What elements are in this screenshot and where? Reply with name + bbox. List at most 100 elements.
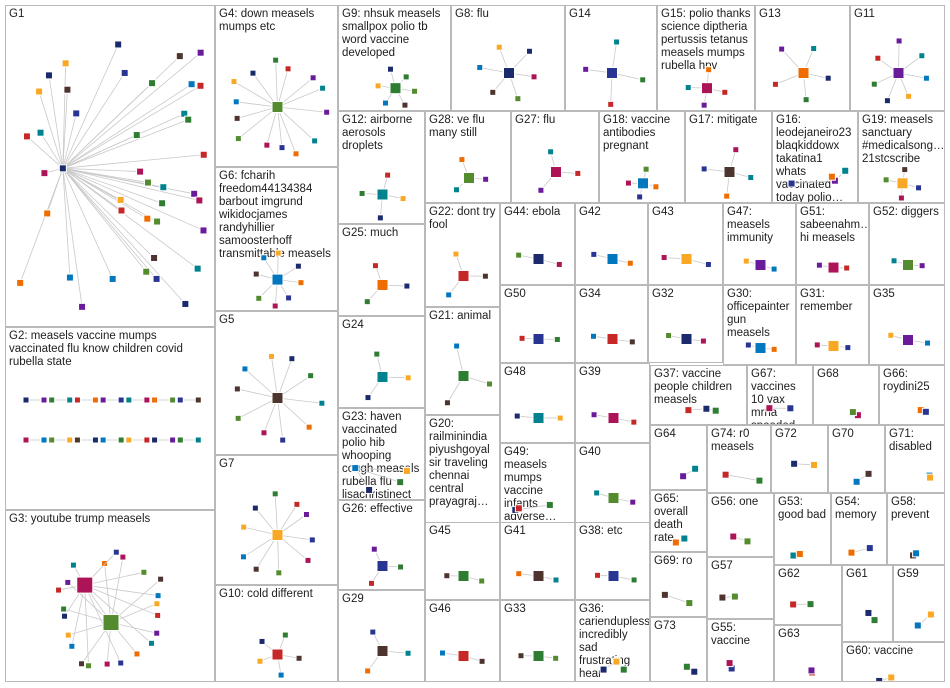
node	[530, 73, 538, 81]
edge	[275, 60, 278, 108]
node	[364, 667, 372, 675]
hub-node	[463, 172, 475, 184]
cluster-graph	[700, 146, 755, 200]
node	[275, 569, 283, 577]
edge	[62, 167, 141, 173]
cluster-g54: G54: memory	[831, 493, 887, 565]
node	[274, 249, 282, 257]
cluster-label: G4: down measels mumps etc	[219, 8, 315, 33]
node	[890, 257, 898, 265]
cluster-graph	[848, 408, 862, 420]
cluster-g36: G36: cariendupless… incredibly sad frust…	[575, 600, 650, 682]
cluster-graph	[55, 548, 165, 670]
node	[40, 436, 48, 444]
cluster-label: G33	[504, 603, 526, 615]
cluster-g52: G52: diggers	[869, 203, 945, 285]
node	[401, 101, 409, 109]
cluster-g8: G8: flu	[451, 5, 565, 111]
cluster-g42: G42	[575, 203, 648, 285]
node	[151, 396, 159, 404]
cluster-label: G60: vaccine	[846, 645, 914, 657]
cluster-g28: G28: ve flu many still	[425, 111, 511, 203]
node	[376, 214, 384, 222]
cluster-label: G5	[219, 314, 235, 326]
node	[108, 274, 117, 283]
node	[132, 131, 141, 140]
cluster-label: G66: roydini25	[883, 368, 930, 393]
cluster-g71: G71: disabled	[885, 425, 945, 493]
cluster-label: G37: vaccine people children measels	[654, 368, 733, 406]
hub-node	[389, 82, 402, 95]
node	[770, 345, 778, 353]
hub-node	[680, 253, 693, 265]
cluster-label: G11	[854, 8, 875, 20]
edge	[237, 397, 278, 419]
cluster-g24: G24	[338, 316, 425, 408]
node	[22, 396, 30, 404]
node	[158, 199, 167, 208]
hub-node	[607, 492, 620, 504]
edge	[62, 63, 67, 169]
node	[143, 436, 151, 444]
node	[795, 549, 804, 558]
cluster-label: G32	[652, 288, 674, 300]
cluster-graph	[771, 45, 832, 104]
cluster-graph	[590, 411, 638, 426]
cluster-graph	[517, 650, 560, 662]
node	[628, 338, 636, 346]
edge	[26, 136, 64, 169]
node	[66, 436, 74, 444]
cluster-graph	[256, 631, 303, 679]
cluster-label: G43	[652, 206, 674, 218]
node	[679, 472, 688, 481]
node	[302, 511, 310, 519]
node	[770, 265, 778, 273]
cluster-graph	[925, 471, 935, 482]
node	[874, 54, 882, 62]
cluster-label: G72	[775, 428, 797, 440]
node	[630, 418, 638, 426]
cluster-g43: G43	[648, 203, 723, 285]
node	[864, 608, 873, 617]
node	[402, 73, 410, 81]
node	[233, 385, 241, 393]
cluster-label: G69: ro	[654, 555, 693, 567]
node	[159, 183, 168, 192]
node	[827, 172, 836, 181]
node	[147, 639, 155, 647]
node	[397, 563, 405, 571]
hub-node	[271, 648, 284, 661]
hub-node	[607, 412, 620, 424]
cluster-graph	[909, 549, 921, 560]
cluster-g3: G3: youtube trump measels	[5, 510, 215, 682]
cluster-graph	[364, 628, 412, 675]
edge	[62, 168, 186, 305]
node	[744, 341, 752, 349]
node	[69, 561, 77, 569]
node	[358, 189, 366, 197]
node	[613, 38, 621, 46]
node	[743, 537, 752, 546]
node	[660, 254, 668, 262]
node	[883, 97, 891, 105]
cluster-g67: G67: vaccines 10 vax mrna speeded…	[747, 365, 813, 425]
cluster-g53: G53: good bad	[774, 493, 831, 565]
cluster-graph	[890, 257, 926, 271]
cluster-g4: G4: down measels mumps etc	[215, 5, 338, 167]
node	[277, 671, 285, 679]
node	[482, 175, 490, 183]
cluster-label: G14	[569, 8, 591, 20]
node	[841, 166, 850, 175]
cluster-g23: G23: haven vaccinated polio hib whooping…	[338, 408, 425, 500]
cluster-g19: G19: measels sanctuary #medicalsong… 21s…	[858, 111, 945, 203]
node	[537, 186, 545, 194]
edge	[277, 358, 293, 399]
cluster-label: G38: etc	[579, 525, 623, 537]
edge	[62, 134, 137, 169]
node	[234, 414, 242, 422]
node	[700, 165, 708, 173]
cluster-g12: G12: airborne aerosols droplets	[338, 111, 425, 224]
node	[705, 66, 713, 74]
node	[55, 586, 63, 594]
cluster-g59: G59	[893, 565, 945, 642]
